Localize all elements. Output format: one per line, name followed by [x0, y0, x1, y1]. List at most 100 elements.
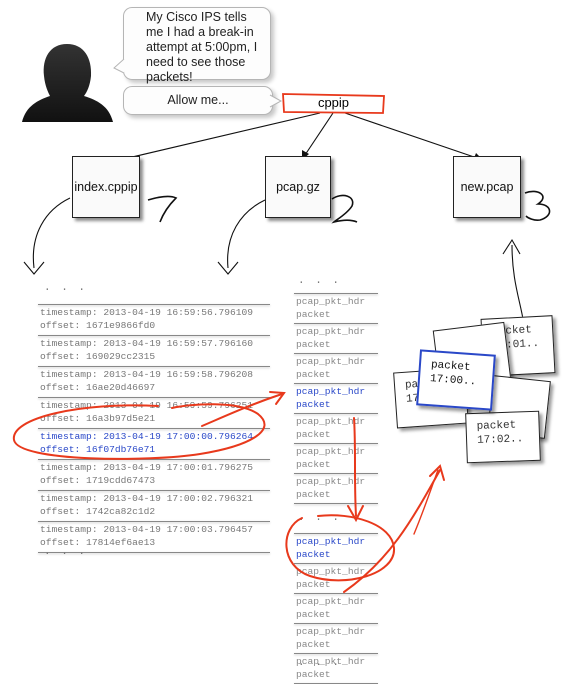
index-row-timestamp: timestamp: 2013-04-19 16:59:57.796160: [40, 338, 254, 349]
index-cppip-box: index.cppip: [72, 156, 140, 218]
pcap-ellipsis-top: . . .: [298, 275, 342, 287]
pcap-record-separator: [294, 323, 378, 324]
pcap-record-separator: [294, 293, 378, 294]
pcap-record-header: pcap_pkt_hdr: [296, 326, 366, 337]
answer-bubble-tail: [269, 94, 283, 108]
index-row-offset: offset: 1742ca82c1d2: [40, 505, 156, 517]
index-row-separator: [38, 459, 270, 460]
pcap-record-packet: packet: [296, 578, 331, 590]
arrow-root-to-pcap: [304, 112, 334, 156]
question-bubble-tail: [113, 58, 125, 74]
index-row-timestamp: timestamp: 2013-04-19 17:00:00.796264: [40, 431, 254, 442]
index-row-offset: offset: 16ae20d46697: [40, 381, 156, 393]
arrow-pcap-down: [227, 199, 266, 269]
index-row-timestamp: timestamp: 2013-04-19 17:00:02.796321: [40, 493, 254, 504]
index-row-separator: [38, 304, 270, 305]
number-2-stroke: [331, 194, 358, 224]
index-row-offset: offset: 17814ef6ae13: [40, 536, 156, 548]
pcap-ellipsis-bottom: . . .: [298, 657, 342, 669]
index-cppip-label: index.cppip: [74, 180, 138, 194]
pcap-record-separator: [294, 503, 378, 504]
index-row-timestamp: timestamp: 2013-04-19 16:59:56.796109: [40, 307, 254, 318]
index-ellipsis-bottom: . . .: [44, 546, 88, 558]
index-row-offset: offset: 16f07db76e71: [40, 443, 156, 455]
number-3-stroke: [524, 190, 551, 221]
index-row-offset: offset: 1719cdd67473: [40, 474, 156, 486]
arrow-pcap-to-new: [343, 469, 441, 593]
index-row-separator: [38, 397, 270, 398]
cppip-root-label: cppip: [317, 95, 350, 110]
pcap-record-separator: [294, 473, 378, 474]
pcap-record-packet: packet: [296, 368, 331, 380]
new-pcap-label: new.pcap: [460, 180, 514, 194]
pcap-gz-label: pcap.gz: [276, 180, 320, 194]
number-1-stroke: [147, 195, 178, 223]
index-row-offset: offset: 169029cc2315: [40, 350, 156, 362]
index-row-offset: offset: 1671e9866fd0: [40, 319, 156, 331]
index-row-separator: [38, 335, 270, 336]
pcap-record-separator: [294, 563, 378, 564]
pcap-record-separator: [294, 533, 378, 534]
pcap-record-header: pcap_pkt_hdr: [296, 416, 366, 427]
pcap-record-separator: [294, 413, 378, 414]
answer-text: Allow me...: [167, 93, 229, 107]
pcap-record-separator: [294, 623, 378, 624]
index-row-offset: offset: 16a3b97d5e21: [40, 412, 156, 424]
index-row-separator: [38, 428, 270, 429]
pcap-record-packet: packet: [296, 428, 331, 440]
pcap-record-header: pcap_pkt_hdr: [296, 596, 366, 607]
index-row-timestamp: timestamp: 2013-04-19 16:59:58.796208: [40, 369, 254, 380]
pcap-record-separator: [294, 383, 378, 384]
new-pcap-box: new.pcap: [453, 156, 521, 218]
pcap-highlight-circle: [285, 514, 396, 582]
index-ellipsis-top: . . .: [44, 282, 88, 294]
index-row-separator: [38, 490, 270, 491]
pcap-record-packet: packet: [296, 338, 331, 350]
pcap-record-header: pcap_pkt_hdr: [296, 356, 366, 367]
pcap-record-header: pcap_pkt_hdr: [296, 536, 366, 547]
pcap-record-packet: packet: [296, 608, 331, 620]
index-row-separator: [38, 366, 270, 367]
pcap-record-packet: packet: [296, 488, 331, 500]
user-avatar-icon: [22, 44, 113, 122]
pcap-record-header: pcap_pkt_hdr: [296, 476, 366, 487]
pcap-record-header: pcap_pkt_hdr: [296, 656, 366, 667]
arrow-pcap-seek: [353, 417, 357, 517]
arrow-index-down: [32, 197, 71, 269]
pcap-record-packet: packet: [296, 638, 331, 650]
pcap-record-packet: packet: [296, 458, 331, 470]
index-row-timestamp: timestamp: 2013-04-19 17:00:01.796275: [40, 462, 254, 473]
pcap-record-separator: [294, 593, 378, 594]
cppip-highlight-box: [282, 93, 385, 114]
question-text: My Cisco IPS tells me I had a break-in a…: [146, 10, 258, 84]
arrow-index-to-pcap: [201, 393, 283, 427]
pcap-record-packet: packet: [296, 398, 331, 410]
question-bubble: My Cisco IPS tells me I had a break-in a…: [123, 7, 271, 84]
pcap-record-header: pcap_pkt_hdr: [296, 566, 366, 577]
answer-bubble: Allow me...: [123, 86, 273, 115]
pcap-record-header: pcap_pkt_hdr: [296, 626, 366, 637]
arrow-root-to-index: [110, 112, 321, 163]
pcap-gz-box: pcap.gz: [265, 156, 331, 218]
pcap-record-packet: packet: [296, 548, 331, 560]
index-row-separator: [38, 521, 270, 522]
pcap-record-header: pcap_pkt_hdr: [296, 296, 366, 307]
